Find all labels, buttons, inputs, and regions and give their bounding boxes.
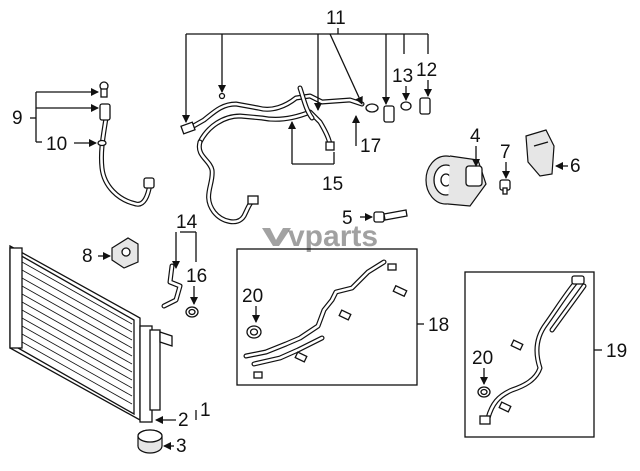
watermark-logo: vparts <box>262 220 378 253</box>
box-18 <box>236 248 418 386</box>
callout-3: 3 <box>176 436 187 457</box>
condenser-part <box>9 244 173 423</box>
bracket-6-part <box>525 129 555 177</box>
callout-8: 8 <box>82 246 93 267</box>
callout-12: 12 <box>416 60 437 81</box>
drier-cap-part <box>137 429 163 454</box>
hose-19-part <box>479 275 587 425</box>
callouts: 1 2 3 4 5 6 7 8 9 10 11 12 13 14 15 16 1… <box>12 8 627 457</box>
callout-7: 7 <box>500 142 511 163</box>
callout-19: 19 <box>606 341 627 362</box>
box-19 <box>464 271 595 438</box>
hose-11-part <box>180 85 431 225</box>
oring-20a-part <box>246 325 262 339</box>
callout-20-box19: 20 <box>472 348 493 369</box>
callout-5: 5 <box>342 208 353 229</box>
callout-20-box18: 20 <box>242 286 263 307</box>
bracket-8-part <box>111 237 139 269</box>
oring-20b-part <box>477 386 491 398</box>
bolt-5-part <box>373 209 408 223</box>
callout-10: 10 <box>46 134 67 155</box>
callout-16: 16 <box>186 266 207 287</box>
callout-17: 17 <box>360 136 381 157</box>
callout-18: 18 <box>428 315 449 336</box>
callout-6: 6 <box>570 156 581 177</box>
hose-9-part <box>97 81 155 207</box>
callout-14: 14 <box>176 212 198 233</box>
callout-4: 4 <box>470 126 481 147</box>
callout-9: 9 <box>12 108 23 129</box>
oring-16-part <box>185 306 199 318</box>
bolt-7-part <box>499 179 511 195</box>
pipe-14-part <box>161 263 183 309</box>
compressor-part <box>425 155 487 207</box>
pipe-18-part <box>243 259 408 379</box>
callout-11: 11 <box>326 8 346 29</box>
callout-13: 13 <box>392 66 413 87</box>
watermark-text: vparts <box>288 220 378 253</box>
leader-lines <box>30 28 602 450</box>
callout-1: 1 <box>200 400 211 421</box>
callout-15: 15 <box>322 174 343 195</box>
callout-2: 2 <box>178 410 189 431</box>
